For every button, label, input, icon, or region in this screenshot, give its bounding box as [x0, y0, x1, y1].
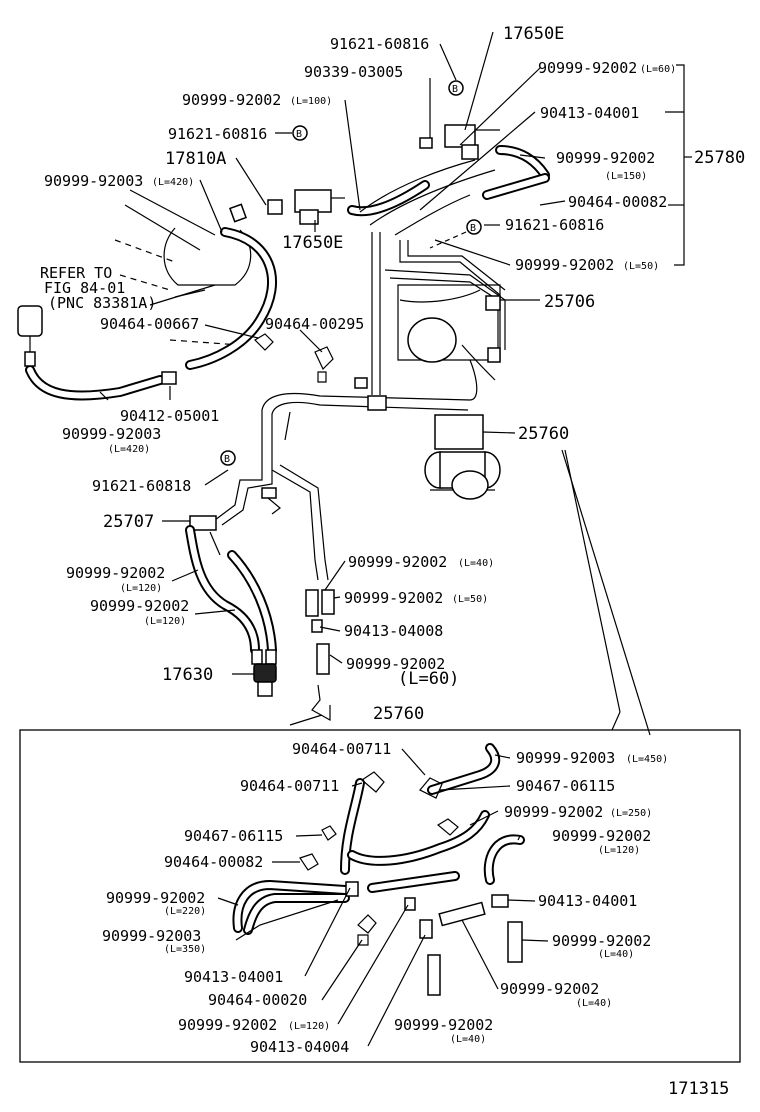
detail-callout-90999-92002: 90999-92002	[552, 932, 651, 950]
callout-length: (L=120)	[120, 583, 162, 594]
callout-25760: 25760	[518, 424, 569, 444]
callout-90413-04001: 90413-04001	[540, 104, 639, 122]
callout-length: (L=420)	[108, 444, 150, 455]
detail-callout-90464-00711: 90464-00711	[240, 777, 339, 795]
detail-callout-90464-00711: 90464-00711	[292, 740, 391, 758]
callout-90412-05001: 90412-05001	[120, 407, 219, 425]
detail-callout-90999-92002: 90999-92002	[394, 1016, 493, 1034]
upper-assembly-drawing: B B B B	[17, 31, 692, 736]
callout-91621-60816: 91621-60816	[168, 125, 267, 143]
refer-note-line1: REFER TO	[40, 264, 112, 282]
callout-25707: 25707	[103, 512, 154, 532]
callout-91621-60816: 91621-60816	[505, 216, 604, 234]
callout-length: (L=50)	[623, 261, 659, 272]
callout-length: (L=40)	[450, 1034, 486, 1045]
callout-90999-92002: 90999-92002	[344, 589, 443, 607]
detail-callout-90413-04004: 90413-04004	[250, 1038, 349, 1056]
callout-90999-92002: 90999-92002	[515, 256, 614, 274]
callout-length: (L=40)	[598, 949, 634, 960]
refer-note-line2: FIG 84-01	[44, 279, 125, 297]
callout-90464-00295: 90464-00295	[265, 315, 364, 333]
vacuum-filter-icon	[17, 305, 43, 367]
callout-length: (L=120)	[144, 616, 186, 627]
svg-text:B: B	[470, 223, 476, 234]
svg-text:B: B	[452, 84, 458, 95]
callout-90999-92002: 90999-92002	[90, 597, 189, 615]
callout-17630: 17630	[162, 665, 213, 685]
callout-length: (L=40)	[458, 558, 494, 569]
callout-length: (L=450)	[626, 754, 668, 765]
detail-callouts: 90464-00711 90999-92003 (L=450) 90464-00…	[102, 740, 668, 1056]
detail-callout-90464-00020: 90464-00020	[208, 991, 307, 1009]
callout-length: (L=50)	[452, 594, 488, 605]
callout-90999-92002: 90999-92002	[182, 91, 281, 109]
callout-90999-92003: 90999-92003	[44, 172, 143, 190]
air-duct-illustration	[114, 189, 252, 346]
callout-90999-92003: 90999-92003	[62, 425, 161, 443]
callout-length: (L=100)	[290, 96, 332, 107]
detail-drawing	[232, 743, 525, 996]
callout-17810a: 17810A	[165, 149, 226, 169]
callout-90339-03005: 90339-03005	[304, 63, 403, 81]
throttle-body-illustration	[397, 284, 501, 381]
callout-90999-92002: 90999-92002	[66, 564, 165, 582]
callout-91621-60818: 91621-60818	[92, 477, 191, 495]
svg-text:B: B	[296, 129, 302, 140]
detail-callout-90999-92002: 90999-92002	[500, 980, 599, 998]
callout-length: (L=60)	[398, 669, 459, 689]
callout-90999-92002: 90999-92002	[538, 59, 637, 77]
svg-text:B: B	[224, 454, 230, 465]
sensor-17630-icon	[251, 649, 277, 697]
callout-length: (L=120)	[288, 1021, 330, 1032]
detail-callout-90413-04001: 90413-04001	[538, 892, 637, 910]
callout-90464-00667: 90464-00667	[100, 315, 199, 333]
callout-length: (L=350)	[164, 944, 206, 955]
detail-callout-90999-92003: 90999-92003	[102, 927, 201, 945]
callout-length: (L=120)	[598, 845, 640, 856]
detail-callout-90467-06115: 90467-06115	[184, 827, 283, 845]
callout-25780: 25780	[694, 148, 745, 168]
b-marker-icons: B B B B	[220, 80, 482, 466]
detail-callout-90467-06115: 90467-06115	[516, 777, 615, 795]
callout-90999-92002: 90999-92002	[348, 553, 447, 571]
callout-length: (L=220)	[164, 906, 206, 917]
callout-length: (L=250)	[610, 808, 652, 819]
vsv-17650e-mid-icon	[229, 189, 345, 225]
vsv-17650e-top-icon	[419, 124, 500, 160]
detail-callout-90413-04001: 90413-04001	[184, 968, 283, 986]
detail-callout-90999-92003: 90999-92003	[516, 749, 615, 767]
callout-90999-92002: 90999-92002	[556, 149, 655, 167]
detail-title: 25760	[373, 704, 424, 724]
detail-callout-90999-92002: 90999-92002	[504, 803, 603, 821]
callout-25706: 25706	[544, 292, 595, 312]
throttle-motor-illustration	[424, 414, 501, 500]
callout-length: (L=420)	[152, 177, 194, 188]
detail-callout-90464-00082: 90464-00082	[164, 853, 263, 871]
callout-90413-04008: 90413-04008	[344, 622, 443, 640]
detail-callout-90999-92002: 90999-92002	[178, 1016, 277, 1034]
callout-17650e: 17650E	[282, 233, 343, 253]
callout-length: (L=150)	[605, 171, 647, 182]
callout-length: (L=60)	[640, 64, 676, 75]
detail-box-25760: 25760	[19, 704, 741, 1063]
upper-callouts: 91621-60816 17650E 90339-03005 90999-920…	[40, 24, 745, 689]
refer-note-line3: (PNC 83381A)	[48, 294, 156, 312]
callout-91621-60816: 91621-60816	[330, 35, 429, 53]
callout-17650e: 17650E	[503, 24, 564, 44]
diagram-number: 171315	[668, 1079, 729, 1099]
callout-length: (L=40)	[576, 998, 612, 1009]
callout-90999-92002: 90999-92002	[346, 655, 445, 673]
detail-callout-90999-92002: 90999-92002	[552, 827, 651, 845]
callout-90464-00082: 90464-00082	[568, 193, 667, 211]
detail-callout-90999-92002: 90999-92002	[106, 889, 205, 907]
